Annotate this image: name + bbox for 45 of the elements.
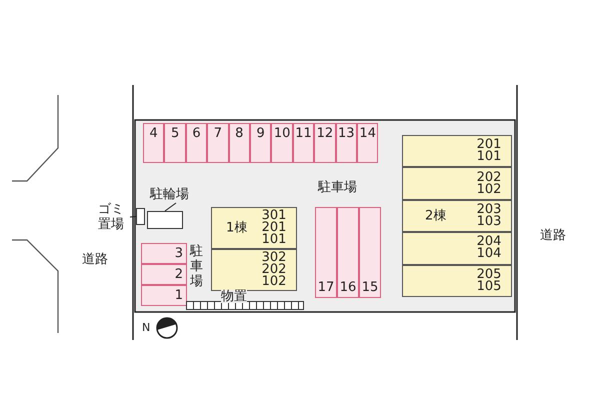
area-label: 道路 [82, 251, 108, 268]
leader-line [164, 202, 176, 212]
apartment-unit [402, 232, 512, 265]
parking-space: 15 [359, 207, 381, 298]
unit-numbers: 301 201 101 [260, 210, 288, 246]
garbage-shed [136, 208, 145, 225]
parking-space: 12 [314, 123, 336, 163]
parking-space: 11 [292, 123, 314, 163]
unit-numbers: 302 202 102 [260, 252, 288, 288]
area-label: 駐車場 [190, 244, 204, 289]
parking-space: 7 [207, 123, 229, 163]
area-label: ゴミ置場 [98, 202, 130, 232]
apartment-unit [211, 249, 297, 291]
building-label: 2棟 [425, 209, 446, 222]
parking-space: 1 [141, 285, 187, 306]
parking-space: 16 [337, 207, 359, 298]
parking-space: 5 [164, 123, 186, 163]
unit-numbers: 203 103 [476, 204, 502, 228]
apartment-unit [211, 207, 297, 249]
unit-numbers: 202 102 [476, 172, 502, 196]
parking-space: 13 [336, 123, 357, 163]
leader-line [130, 216, 136, 218]
parking-space: 14 [357, 123, 378, 163]
parking-space: 17 [315, 207, 337, 298]
north-label: N [142, 321, 150, 334]
parking-space: 2 [141, 264, 187, 285]
area-label: 道路 [540, 227, 566, 244]
parking-space: 6 [186, 123, 208, 163]
apartment-unit [402, 167, 512, 200]
apartment-unit [402, 135, 512, 168]
parking-space: 8 [228, 123, 250, 163]
area-label: 物置 [221, 290, 247, 303]
parking-space: 9 [250, 123, 272, 163]
unit-numbers: 205 105 [476, 268, 502, 293]
unit-numbers: 204 104 [476, 236, 502, 260]
area-label: 駐輪場 [150, 188, 202, 203]
parking-space: 10 [271, 123, 293, 163]
parking-space: 4 [143, 123, 164, 163]
area-label: 駐車場 [318, 179, 357, 196]
unit-numbers: 201 101 [476, 139, 502, 164]
apartment-unit [402, 264, 512, 297]
bicycle-shed [147, 211, 183, 229]
apartment-unit [402, 200, 512, 232]
parking-space: 3 [141, 243, 187, 264]
building-label: 1棟 [226, 222, 248, 234]
